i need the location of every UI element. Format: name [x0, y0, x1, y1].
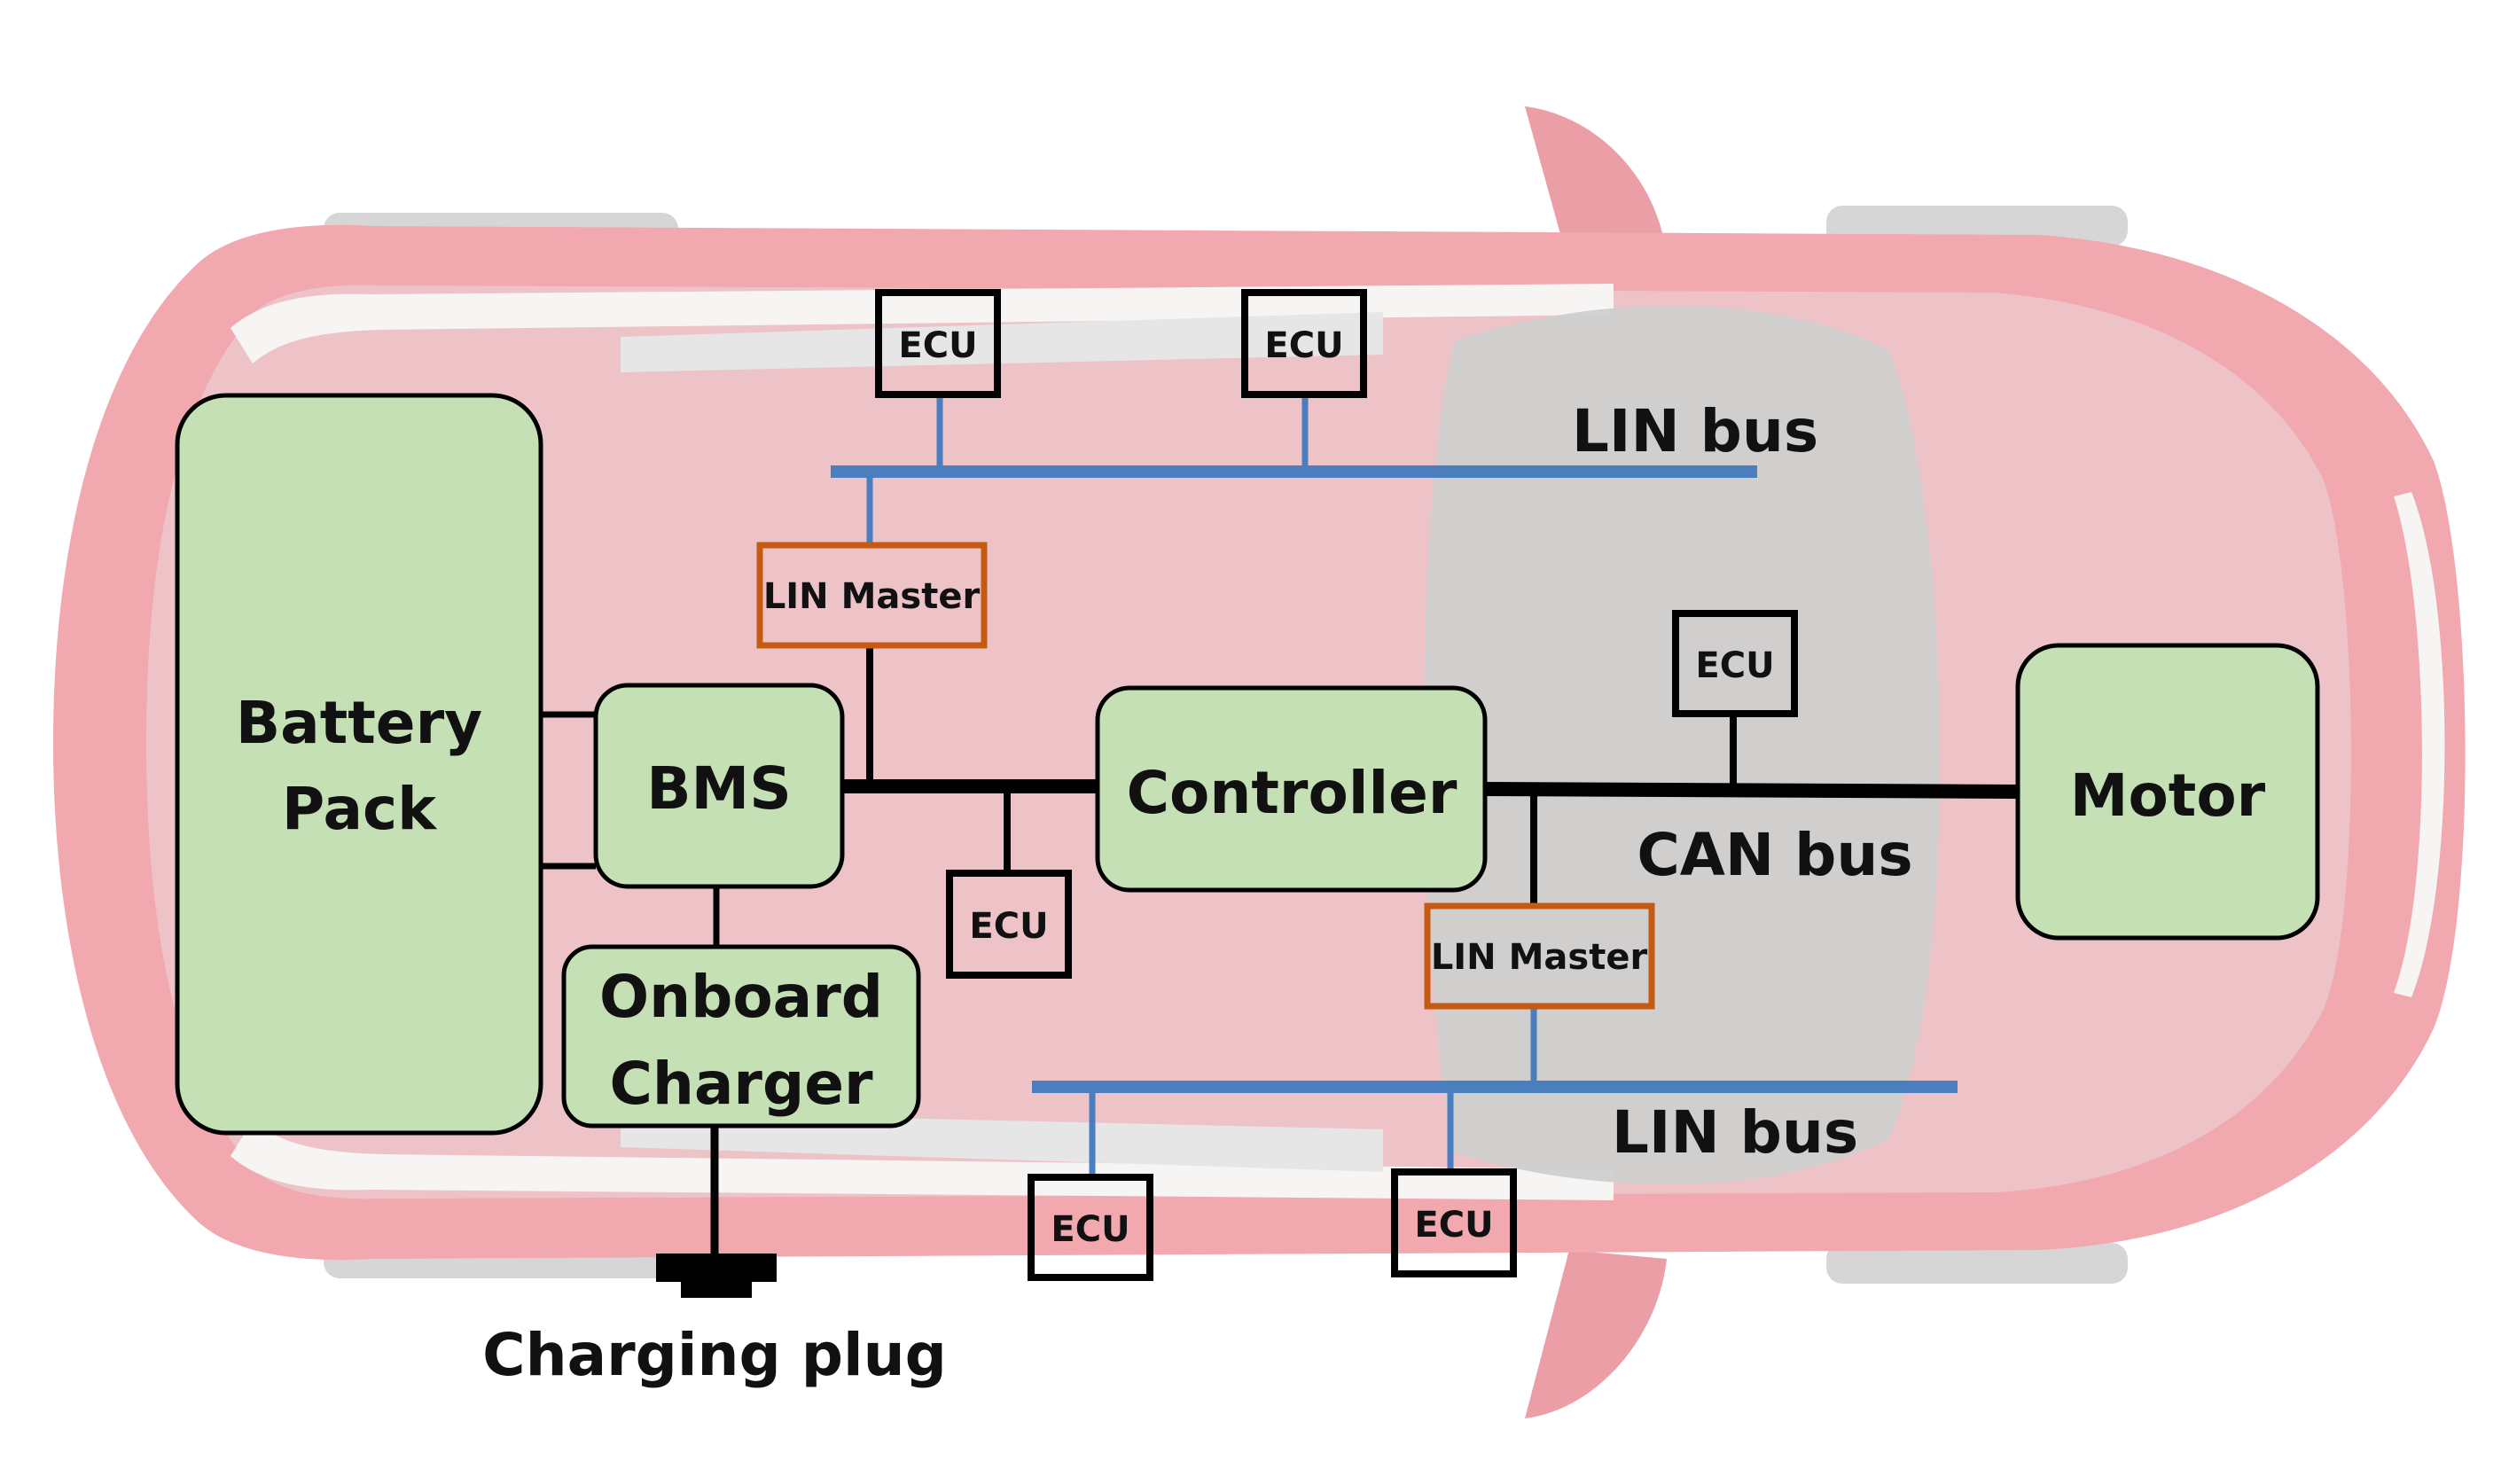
- onboard-charger-label-line2: Charger: [609, 1050, 873, 1118]
- wheel-front-bottom: [1826, 1243, 2128, 1284]
- ecu-top-right-label: ECU: [1264, 325, 1343, 366]
- ecu-bottom-right-label: ECU: [1414, 1205, 1493, 1246]
- ecu-bottom-right-box: [1391, 1168, 1517, 1277]
- onboard-charger-label-line1: Onboard: [599, 963, 883, 1031]
- charging-plug-icon-base: [681, 1280, 752, 1298]
- battery-pack-box: [175, 393, 543, 1136]
- lin-master-bottom-box: [1424, 902, 1655, 1010]
- bms-label: BMS: [646, 754, 792, 823]
- bms-box: [593, 683, 845, 889]
- lin-master-top-box: [756, 542, 988, 649]
- charging-plug: Charging plug: [482, 1254, 947, 1389]
- side-window-top: [621, 312, 1383, 372]
- ecu-can-lower: ECU: [946, 870, 1072, 979]
- onboard-charger-box: [561, 944, 921, 1129]
- side-trim-top: [231, 284, 1614, 363]
- ecu-can-lower-box: [946, 870, 1072, 979]
- ecu-can-upper-box: [1672, 610, 1798, 717]
- ecu-top-right-box: [1241, 289, 1367, 398]
- ecu-top-left: ECU: [875, 289, 1001, 398]
- ecu-bottom-left-label: ECU: [1051, 1209, 1129, 1250]
- mirror-bottom: [1525, 1250, 1667, 1418]
- charging-plug-icon: [656, 1254, 777, 1282]
- charging-plug-label: Charging plug: [482, 1321, 947, 1389]
- lin-master-bottom: LIN Master: [1424, 902, 1655, 1010]
- controller-label: Controller: [1127, 759, 1458, 827]
- ecu-bottom-left: ECU: [1028, 1174, 1153, 1281]
- lin-master-top-label: LIN Master: [763, 576, 981, 617]
- ecu-top-right: ECU: [1241, 289, 1367, 398]
- motor: Motor: [2015, 643, 2320, 941]
- battery-pack-label-line2: Pack: [282, 775, 438, 843]
- ecu-bottom-right: ECU: [1391, 1168, 1517, 1277]
- lin-master-top: LIN Master: [756, 542, 988, 649]
- windshield: [1424, 305, 1941, 1184]
- lin-bus-top-label: LIN bus: [1572, 397, 1818, 465]
- ecu-top-left-box: [875, 289, 1001, 398]
- ecu-bottom-left-box: [1028, 1174, 1153, 1281]
- controller: Controller: [1095, 685, 1488, 893]
- motor-label: Motor: [2070, 762, 2266, 830]
- battery-pack: Battery Pack: [175, 393, 543, 1136]
- lin-master-bottom-label: LIN Master: [1431, 937, 1648, 978]
- side-trim-bottom: [231, 1121, 1614, 1200]
- battery-pack-label-line1: Battery: [236, 689, 482, 757]
- nose-trim: [2394, 492, 2445, 997]
- can-bus-label: CAN bus: [1637, 821, 1912, 889]
- controller-box: [1095, 685, 1488, 893]
- lin-bus-bottom-label: LIN bus: [1612, 1098, 1858, 1167]
- ecu-can-upper: ECU: [1672, 610, 1798, 717]
- can-bus-segment-right: [1484, 782, 2019, 799]
- ecu-top-left-label: ECU: [898, 325, 977, 366]
- ecu-can-lower-label: ECU: [969, 906, 1048, 947]
- connections: [541, 394, 2019, 1257]
- mirror-top: [1525, 106, 1667, 266]
- onboard-charger: Onboard Charger: [561, 944, 921, 1129]
- motor-box: [2015, 643, 2320, 941]
- bms: BMS: [593, 683, 845, 889]
- ecu-can-upper-label: ECU: [1695, 645, 1774, 686]
